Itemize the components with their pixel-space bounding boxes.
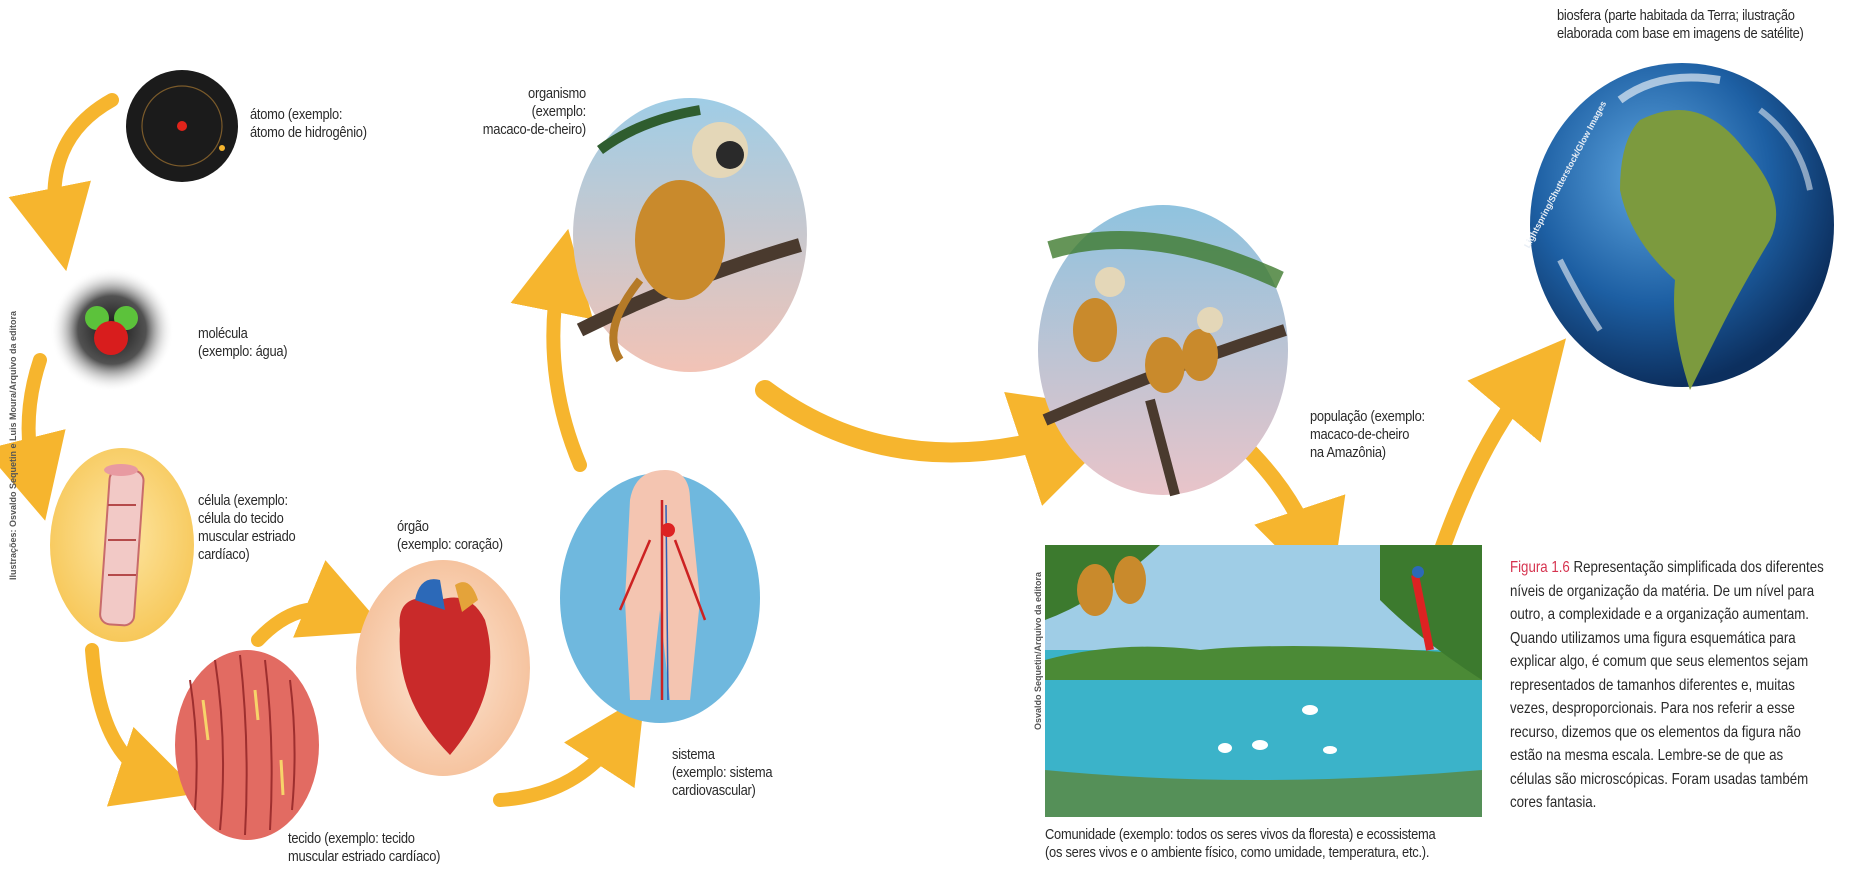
atom-illustration [126, 70, 238, 182]
credit-community: Osvaldo Sequetin/Arquivo da editora [1033, 572, 1043, 730]
heart-illustration [356, 560, 530, 776]
figure-number: Figura 1.6 [1510, 559, 1570, 576]
label-population: população (exemplo: macaco-de-cheiro na … [1310, 408, 1425, 462]
label-molecule: molécula (exemplo: água) [198, 325, 287, 361]
earth-globe-illustration [1530, 63, 1834, 390]
arrow-system-to-organism [553, 270, 580, 465]
arrow-organ-to-system [500, 730, 622, 800]
cardiovascular-system-illustration [560, 470, 760, 723]
figure-caption-text: Representação simplificada dos diferente… [1510, 559, 1824, 811]
figure-caption: Figura 1.6 Representação simplificada do… [1510, 556, 1825, 815]
molecule-illustration [50, 268, 174, 392]
label-system: sistema (exemplo: sistema cardiovascular… [672, 746, 772, 800]
arrow-cell-to-tissue [92, 650, 160, 780]
monkey-population-illustration [1038, 205, 1288, 495]
label-organism: organismo (exemplo: macaco-de-cheiro) [483, 85, 586, 139]
arrow-atom-to-molecule [54, 100, 112, 230]
arrow-community-to-biosphere [1440, 375, 1535, 555]
label-cell: célula (exemplo: célula do tecido muscul… [198, 492, 295, 564]
label-community-ecosystem: Comunidade (exemplo: todos os seres vivo… [1045, 826, 1435, 862]
label-tissue: tecido (exemplo: tecido muscular estriad… [288, 830, 440, 866]
tissue-illustration [175, 650, 319, 840]
arrow-tissue-to-organ [258, 609, 348, 640]
cell-illustration [50, 448, 194, 642]
label-biosphere: biosfera (parte habitada da Terra; ilust… [1557, 7, 1804, 43]
monkey-organism-illustration [573, 98, 807, 372]
community-ecosystem-illustration [1045, 545, 1482, 817]
credit-left-illustrations: Ilustrações: Osvaldo Sequetin e Luis Mou… [8, 311, 18, 580]
arrow-molecule-to-cell [29, 360, 40, 480]
label-atom: átomo (exemplo: átomo de hidrogênio) [250, 106, 367, 142]
arrow-organism-to-population [765, 390, 1080, 453]
label-organ: órgão (exemplo: coração) [397, 518, 503, 554]
